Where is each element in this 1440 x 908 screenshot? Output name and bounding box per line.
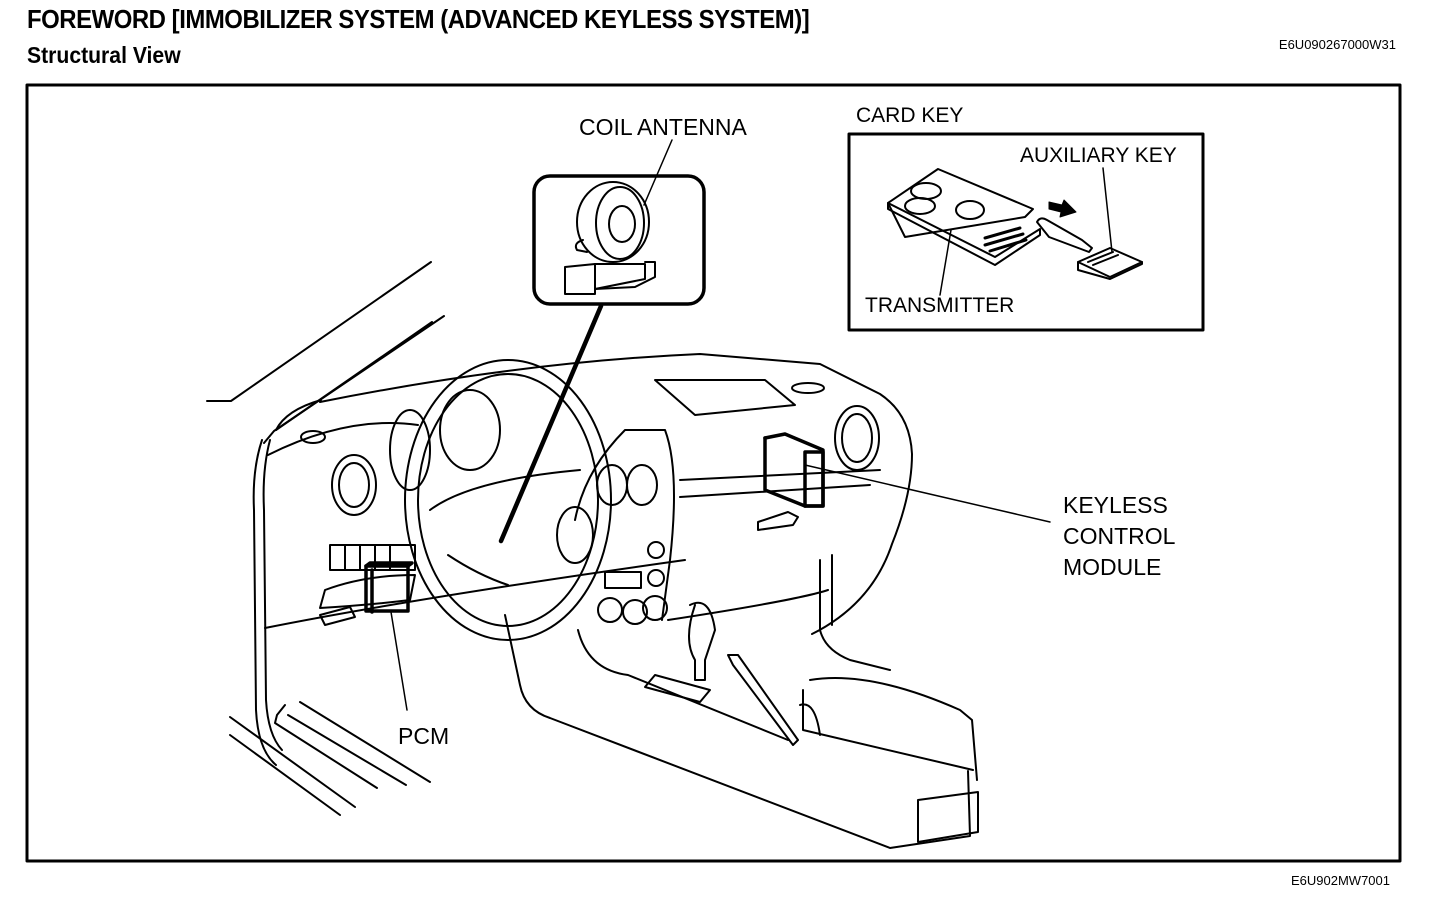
pcm-leader xyxy=(390,611,408,711)
keyless-control-module xyxy=(763,432,825,508)
card-key-inset xyxy=(847,132,1205,332)
door-sill xyxy=(229,701,431,816)
pcm-module xyxy=(364,561,414,614)
dashboard xyxy=(264,353,913,635)
label-pcm: PCM xyxy=(398,723,450,749)
label-transmitter: TRANSMITTER xyxy=(865,294,1015,317)
label-keyless-control-module-line1: KEYLESS xyxy=(1063,492,1168,518)
label-auxiliary-key: AUXILIARY KEY xyxy=(1020,144,1177,167)
label-keyless-control-module-line2: CONTROL xyxy=(1063,523,1176,549)
page-title: FOREWORD [IMMOBILIZER SYSTEM (ADVANCED K… xyxy=(27,4,810,34)
label-card-key: CARD KEY xyxy=(856,104,964,127)
coil-antenna-leader xyxy=(498,303,604,544)
label-coil-antenna: COIL ANTENNA xyxy=(579,114,747,140)
figure-code: E6U902MW7001 xyxy=(1291,873,1390,888)
floor-panel xyxy=(819,554,891,671)
center-console xyxy=(504,601,979,849)
coil-antenna-inset xyxy=(532,139,706,306)
steering-wheel xyxy=(389,359,612,641)
keyless-control-module-leader xyxy=(804,464,1051,523)
label-keyless-control-module-line3: MODULE xyxy=(1063,554,1162,580)
glove-box-handle xyxy=(757,511,799,531)
door-pillar xyxy=(206,261,445,766)
document-code: E6U090267000W31 xyxy=(1278,37,1396,52)
section-subtitle: Structural View xyxy=(27,42,181,68)
figure-frame xyxy=(25,83,1402,863)
